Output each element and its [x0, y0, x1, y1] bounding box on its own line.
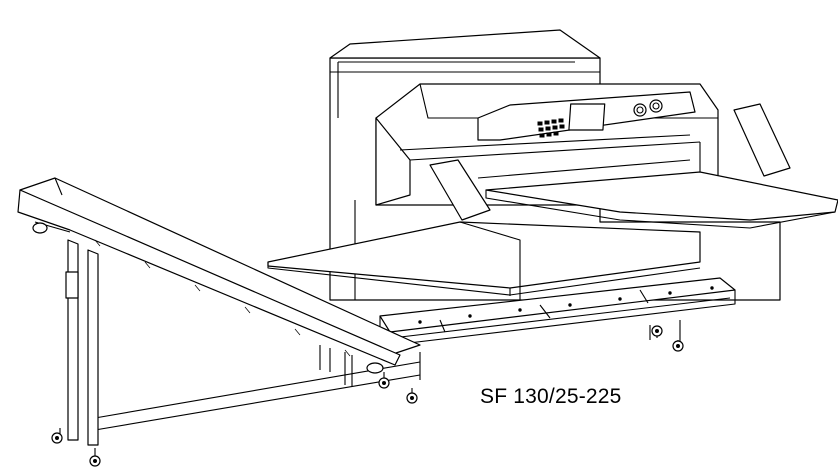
rail-rivets [418, 286, 714, 324]
model-label: SF 130/25-225 [480, 385, 622, 408]
keypad-buttons [537, 118, 565, 138]
inclined-conveyor [17, 177, 421, 374]
display-screen [568, 103, 606, 131]
caster-wheel [651, 325, 663, 338]
caster-wheel [89, 448, 101, 467]
conveyor-support-stand [65, 239, 353, 446]
control-knob-1 [633, 103, 647, 117]
caster-wheel [378, 372, 390, 389]
lower-conveyor-frame [94, 277, 736, 431]
caster-wheel [672, 340, 684, 352]
junction-box [65, 271, 79, 299]
outfeed-table [485, 171, 838, 229]
caster-wheel [406, 388, 418, 404]
caster-wheel [51, 428, 63, 444]
conveyor-cleats [94, 239, 351, 357]
control-knob-2 [649, 99, 663, 113]
sealing-table [267, 221, 701, 300]
side-arms [429, 103, 791, 221]
control-panel [477, 91, 696, 141]
caster-wheels [51, 325, 684, 467]
